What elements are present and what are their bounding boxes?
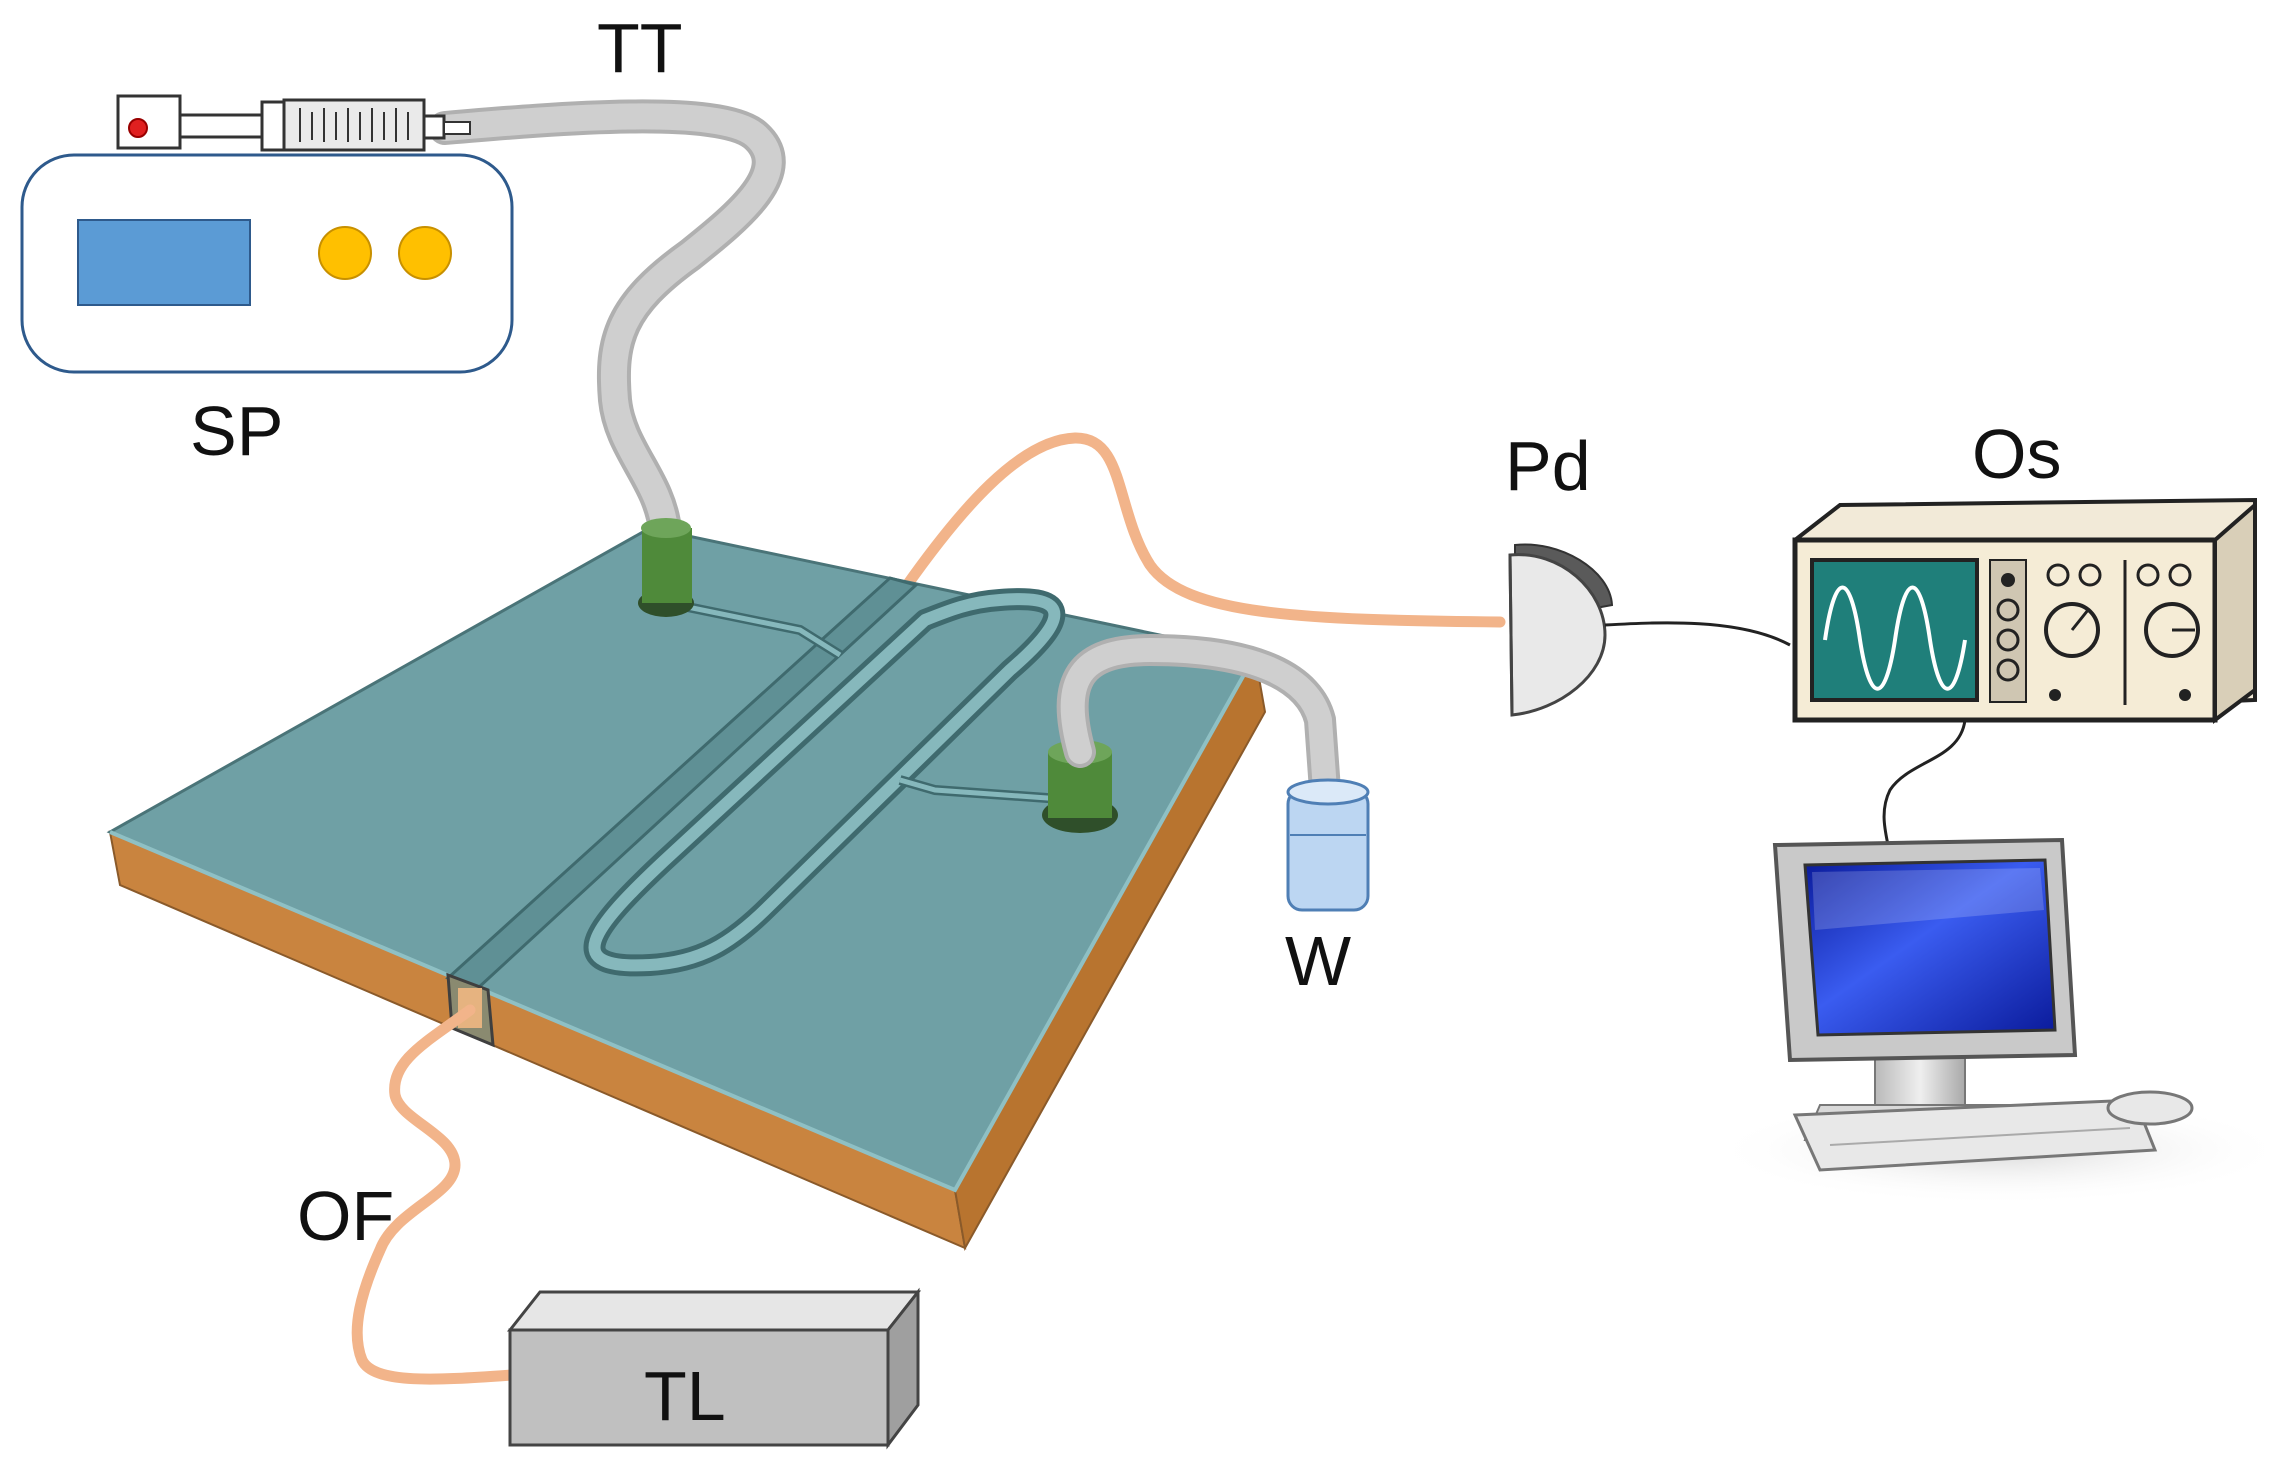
label-pd: Pd [1505, 427, 1591, 505]
keyboard [1792, 1098, 2158, 1172]
label-tl: TL [644, 1357, 726, 1435]
oscilloscope-icon [1792, 497, 2257, 724]
photodetector-icon [1508, 543, 1614, 717]
computer-icon [1710, 837, 2278, 1205]
signal-cable [1604, 621, 1791, 647]
scope-screen [1810, 558, 1979, 702]
input-fiber [351, 1004, 518, 1385]
pump-knob [398, 226, 452, 280]
data-cable [1882, 719, 1967, 846]
output-fiber [899, 432, 1506, 628]
waste-tubing [1056, 633, 1341, 806]
microfluidic-chip-icon [106, 518, 1267, 1251]
transfer-tubing [428, 99, 786, 547]
label-tt: TT [597, 9, 683, 87]
pump-display [77, 219, 251, 306]
syringe-pump-icon [20, 153, 514, 374]
tunable-laser-icon [506, 1287, 922, 1450]
label-os: Os [1972, 415, 2061, 493]
waste-vial-icon [1286, 778, 1370, 912]
label-sp: SP [190, 392, 283, 470]
mouse [2106, 1090, 2194, 1126]
pump-knob [318, 226, 372, 280]
label-w: W [1285, 922, 1351, 1000]
syringe-icon [116, 94, 471, 152]
label-of: OF [297, 1177, 394, 1255]
